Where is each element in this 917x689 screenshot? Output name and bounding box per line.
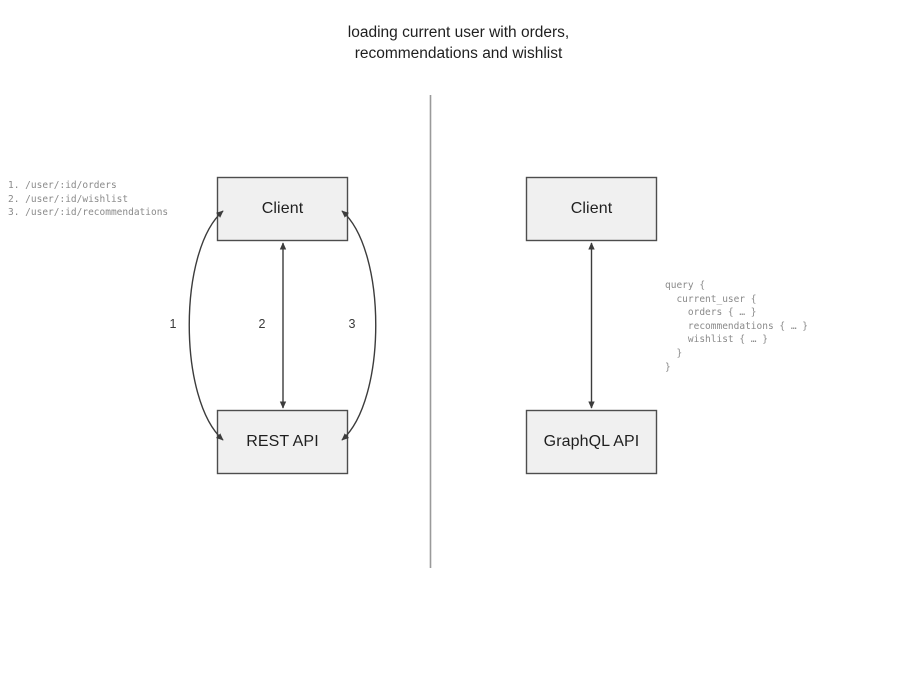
node-label-client-graphql: Client xyxy=(570,200,613,217)
node-box-client-graphql[interactable] xyxy=(525,176,658,242)
arrow-label-3: 3 xyxy=(348,317,356,331)
node-box-rest-api[interactable] xyxy=(216,409,349,475)
arrow-label-2: 2 xyxy=(258,317,266,331)
graphql-query-block: query { current_user { orders { … } reco… xyxy=(665,280,808,373)
arrow-3-client-rest-api[interactable] xyxy=(341,210,377,441)
diagram-title: loading current user with orders, recomm… xyxy=(347,24,570,62)
arrow-1-client-rest-api[interactable] xyxy=(188,210,224,441)
arrow-label-1: 1 xyxy=(169,317,177,331)
node-label-rest-api: REST API xyxy=(246,433,319,450)
node-box-client-rest[interactable] xyxy=(216,176,349,242)
rest-endpoint-list: 1. /user/:id/orders 2. /user/:id/wishlis… xyxy=(8,180,169,219)
node-label-graphql-api: GraphQL API xyxy=(543,433,640,450)
node-box-graphql-api[interactable] xyxy=(525,409,658,475)
node-label-client-rest: Client xyxy=(261,200,304,217)
